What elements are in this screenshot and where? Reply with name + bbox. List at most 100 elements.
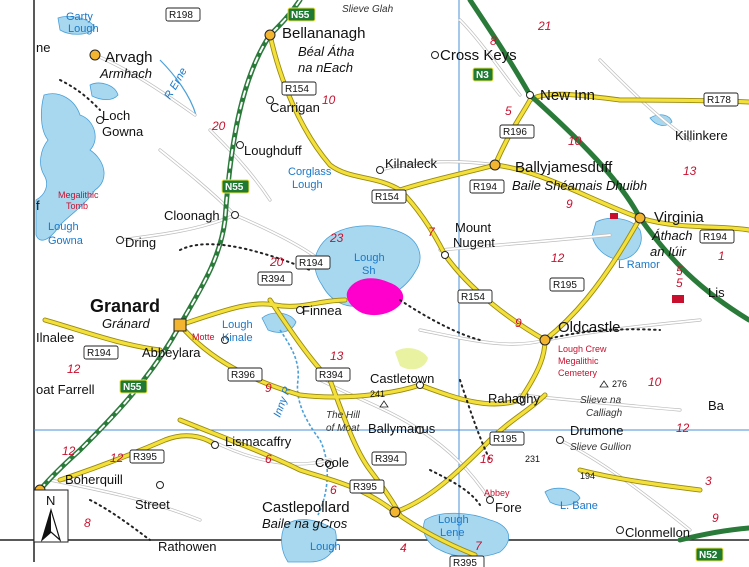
label-ballyjamesduff: Ballyjamesduff — [515, 159, 613, 176]
label-killinkere: Killinkere — [675, 128, 728, 143]
label-lismacaffry: Lismacaffry — [225, 434, 292, 449]
label-bellananagh-irish-1: Béal Átha — [298, 44, 354, 59]
road-shield-r196: R196 — [499, 124, 535, 139]
distance-label: 5 — [505, 104, 512, 118]
label-lough-derravaragh: Lough — [310, 541, 341, 553]
sheelin-highlight — [346, 278, 404, 316]
distance-label: 6 — [330, 483, 337, 497]
distance-label: 8 — [84, 516, 91, 530]
road-number: N55 — [225, 182, 244, 193]
road-shield-n55-low: N55 — [119, 379, 148, 394]
arvagh-dot — [89, 49, 101, 61]
road-shield-r154-c: R154 — [457, 289, 493, 304]
label-height-194: 194 — [580, 471, 595, 481]
label-granard-irish: Gránard — [102, 316, 150, 331]
distance-label: 9 — [515, 316, 522, 330]
label-loch-gowna-1: Loch — [102, 108, 130, 123]
distance-label: 12 — [551, 251, 565, 265]
virginia-dot — [634, 212, 646, 224]
label-lough-crew-1: Lough Crew — [558, 344, 607, 354]
label-rathowen: Rathowen — [158, 539, 217, 554]
road-shield-r194-d: R194 — [699, 229, 735, 244]
label-cross-keys: Cross Keys — [440, 47, 517, 64]
distance-label: 7 — [428, 225, 436, 239]
road-number: R394 — [319, 370, 343, 381]
road-number: R196 — [503, 127, 527, 138]
distance-label: 9 — [566, 197, 573, 211]
label-lough-gowna-1: Lough — [48, 221, 79, 233]
road-shield-r154-a: R154 — [281, 81, 317, 96]
road-shield-n52: N52 — [695, 547, 724, 562]
label-ne: ne — [36, 40, 50, 55]
distance-label: 12 — [62, 444, 76, 458]
label-bellananagh-irish-2: na nEach — [298, 60, 353, 75]
label-slieve-na-calliagh-2: Calliagh — [586, 408, 623, 419]
label-lough-lene-1: Lough — [438, 514, 469, 526]
label-mount-nugent-1: Mount — [455, 220, 492, 235]
label-lough-bane: L. Bane — [560, 500, 598, 512]
label-lis: Lis — [708, 285, 725, 300]
label-finnea: Finnea — [302, 303, 343, 318]
label-lough-crew-3: Cemetery — [558, 368, 598, 378]
label-abbey: Abbey — [484, 488, 510, 498]
label-loch-gowna-2: Gowna — [102, 124, 144, 139]
distance-label: 20 — [269, 255, 284, 269]
road-shield-r394-b: R394 — [315, 367, 351, 382]
label-bellananagh: Bellananagh — [282, 25, 365, 42]
caravan-icon — [672, 295, 684, 303]
distance-label: 12 — [676, 421, 690, 435]
garty-lough-water — [57, 16, 96, 35]
label-granard: Granard — [90, 296, 160, 316]
label-abbeylara: Abbeylara — [142, 345, 201, 360]
north-label: N — [46, 493, 55, 508]
distance-label: 7 — [475, 539, 483, 553]
label-lough-sheelin-1: Lough — [354, 252, 385, 264]
road-shield-r396: R396 — [227, 367, 263, 382]
lough-gowna-north — [89, 82, 119, 101]
distance-label: 13 — [330, 349, 344, 363]
road-number: R395 — [133, 452, 157, 463]
distance-label: 13 — [683, 164, 697, 178]
label-megalithic-tomb-1: Megalithic — [58, 190, 99, 200]
river-erne — [159, 59, 197, 116]
label-height-231: 231 — [525, 454, 540, 464]
label-new-inn: New Inn — [540, 87, 595, 104]
label-corglass-lough-2: Lough — [292, 179, 323, 191]
road-shield-r394-a: R394 — [257, 271, 293, 286]
distance-label: 10 — [648, 375, 662, 389]
label-garty-lough-1: Garty — [66, 11, 93, 23]
label-fore: Fore — [495, 500, 522, 515]
distance-label: 9 — [265, 381, 272, 395]
distance-label: 21 — [537, 19, 551, 33]
lough-bane-water — [544, 487, 581, 506]
label-cloonagh: Cloonagh — [164, 208, 220, 223]
road-shield-r395-b: R395 — [349, 479, 385, 494]
oldcastle-dot — [539, 334, 551, 346]
road-number: R154 — [461, 292, 485, 303]
label-slieve-glah: Slieve Glah — [342, 4, 394, 15]
road-number: R194 — [703, 232, 727, 243]
label-lough-ramor: L Ramor — [618, 259, 660, 271]
distance-label: 4 — [400, 541, 407, 555]
lough-gowna-water — [35, 93, 105, 241]
n3-road — [467, 0, 749, 323]
distance-label: 3 — [705, 474, 712, 488]
road-number: R394 — [375, 454, 399, 465]
distance-label: 10 — [322, 93, 336, 107]
ballyjamesduff-dot — [489, 159, 501, 171]
road-shield-r395-a: R395 — [129, 449, 165, 464]
distance-label: 16 — [480, 452, 494, 466]
label-lough-sheelin-2: Sh — [362, 265, 375, 277]
road-shield-r198: R198 — [165, 7, 201, 22]
road-shield-r178: R178 — [703, 92, 739, 107]
label-castlepollard-irish: Baile na gCros — [262, 516, 348, 531]
label-street: Street — [135, 497, 170, 512]
label-f: f — [36, 198, 40, 213]
road-number: R394 — [261, 274, 285, 285]
road-number: R154 — [375, 192, 399, 203]
flag-icon — [610, 213, 618, 219]
distance-label: 5 — [676, 276, 683, 290]
label-garty-lough-2: Lough — [68, 23, 99, 35]
